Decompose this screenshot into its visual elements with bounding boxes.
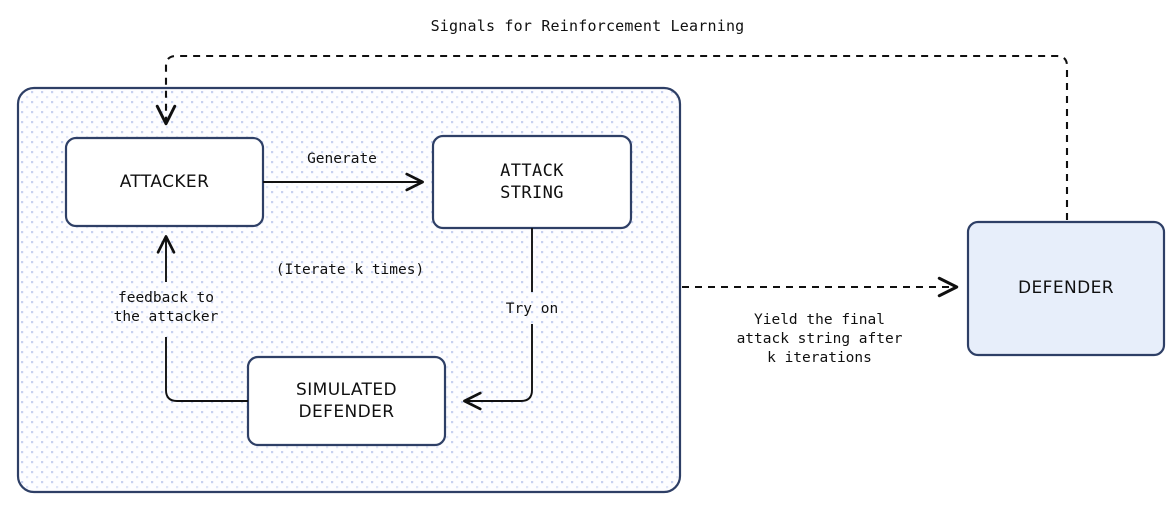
defender-box[interactable] <box>966 220 1166 357</box>
edge-signals <box>155 54 1069 220</box>
edge-feedback-tail <box>165 337 248 402</box>
simulated-defender-box[interactable] <box>246 355 447 447</box>
attack-string-box[interactable] <box>431 134 633 230</box>
edge-try-on-tail <box>463 324 533 411</box>
attacker-box[interactable] <box>64 136 265 228</box>
